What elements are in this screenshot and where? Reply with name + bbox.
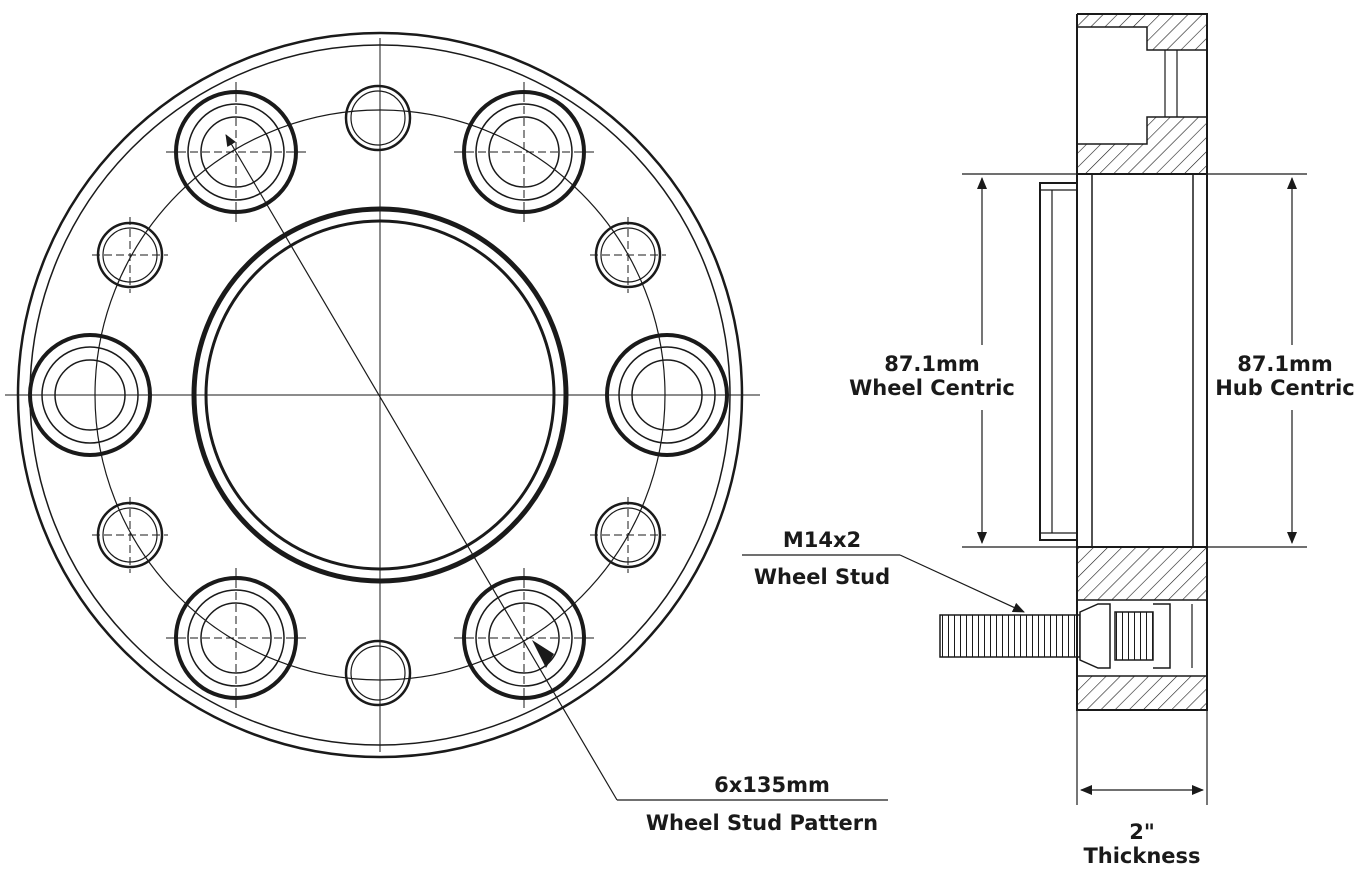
hub-body <box>1039 173 1208 548</box>
hub-centric-text: Hub Centric <box>1215 376 1355 400</box>
lug-hole-top <box>344 84 412 152</box>
front-view <box>5 31 888 801</box>
hub-centric-label: 87.1mm Hub Centric <box>1205 352 1365 400</box>
stud-leader <box>742 554 1025 613</box>
wheel-centric-value: 87.1mm <box>884 352 980 376</box>
lug-hole-lower-right <box>590 497 666 573</box>
stud-holes <box>28 82 729 708</box>
lug-hole-upper-right <box>590 217 666 293</box>
side-view <box>742 13 1307 805</box>
stud-hole-top-right <box>454 82 594 222</box>
section-top-hatch <box>1076 13 1208 174</box>
stud-hole-top-left <box>166 82 306 222</box>
wheel-centric-text: Wheel Centric <box>849 376 1015 400</box>
dimension-wheel-centric <box>962 173 1077 548</box>
thickness-label: 2" Thickness <box>1067 820 1217 868</box>
lug-hole-lower-left <box>92 497 168 573</box>
hub-centric-value: 87.1mm <box>1237 352 1333 376</box>
wheel-centric-label: 87.1mm Wheel Centric <box>842 352 1022 400</box>
lug-clearance-holes <box>92 84 666 707</box>
center-crosshair <box>5 38 760 752</box>
stud-hole-bottom-right <box>454 568 594 708</box>
thickness-text: Thickness <box>1083 844 1201 868</box>
wheel-stud <box>939 603 1193 669</box>
pattern-diameter-line <box>225 134 888 801</box>
stud-size-label: M14x2 <box>782 528 862 552</box>
stud-hole-bottom-left <box>166 568 306 708</box>
pattern-text-label: Wheel Stud Pattern <box>645 811 879 835</box>
stud-text-label: Wheel Stud <box>753 565 891 589</box>
dimension-thickness <box>1076 710 1208 805</box>
lug-hole-bottom <box>344 639 412 707</box>
dimension-hub-centric <box>1207 173 1307 548</box>
pattern-value-label: 6x135mm <box>714 773 830 797</box>
lug-hole-upper-left <box>92 217 168 293</box>
stud-hole-right <box>605 333 729 457</box>
thickness-value: 2" <box>1129 820 1155 844</box>
stud-hole-left <box>28 333 152 457</box>
